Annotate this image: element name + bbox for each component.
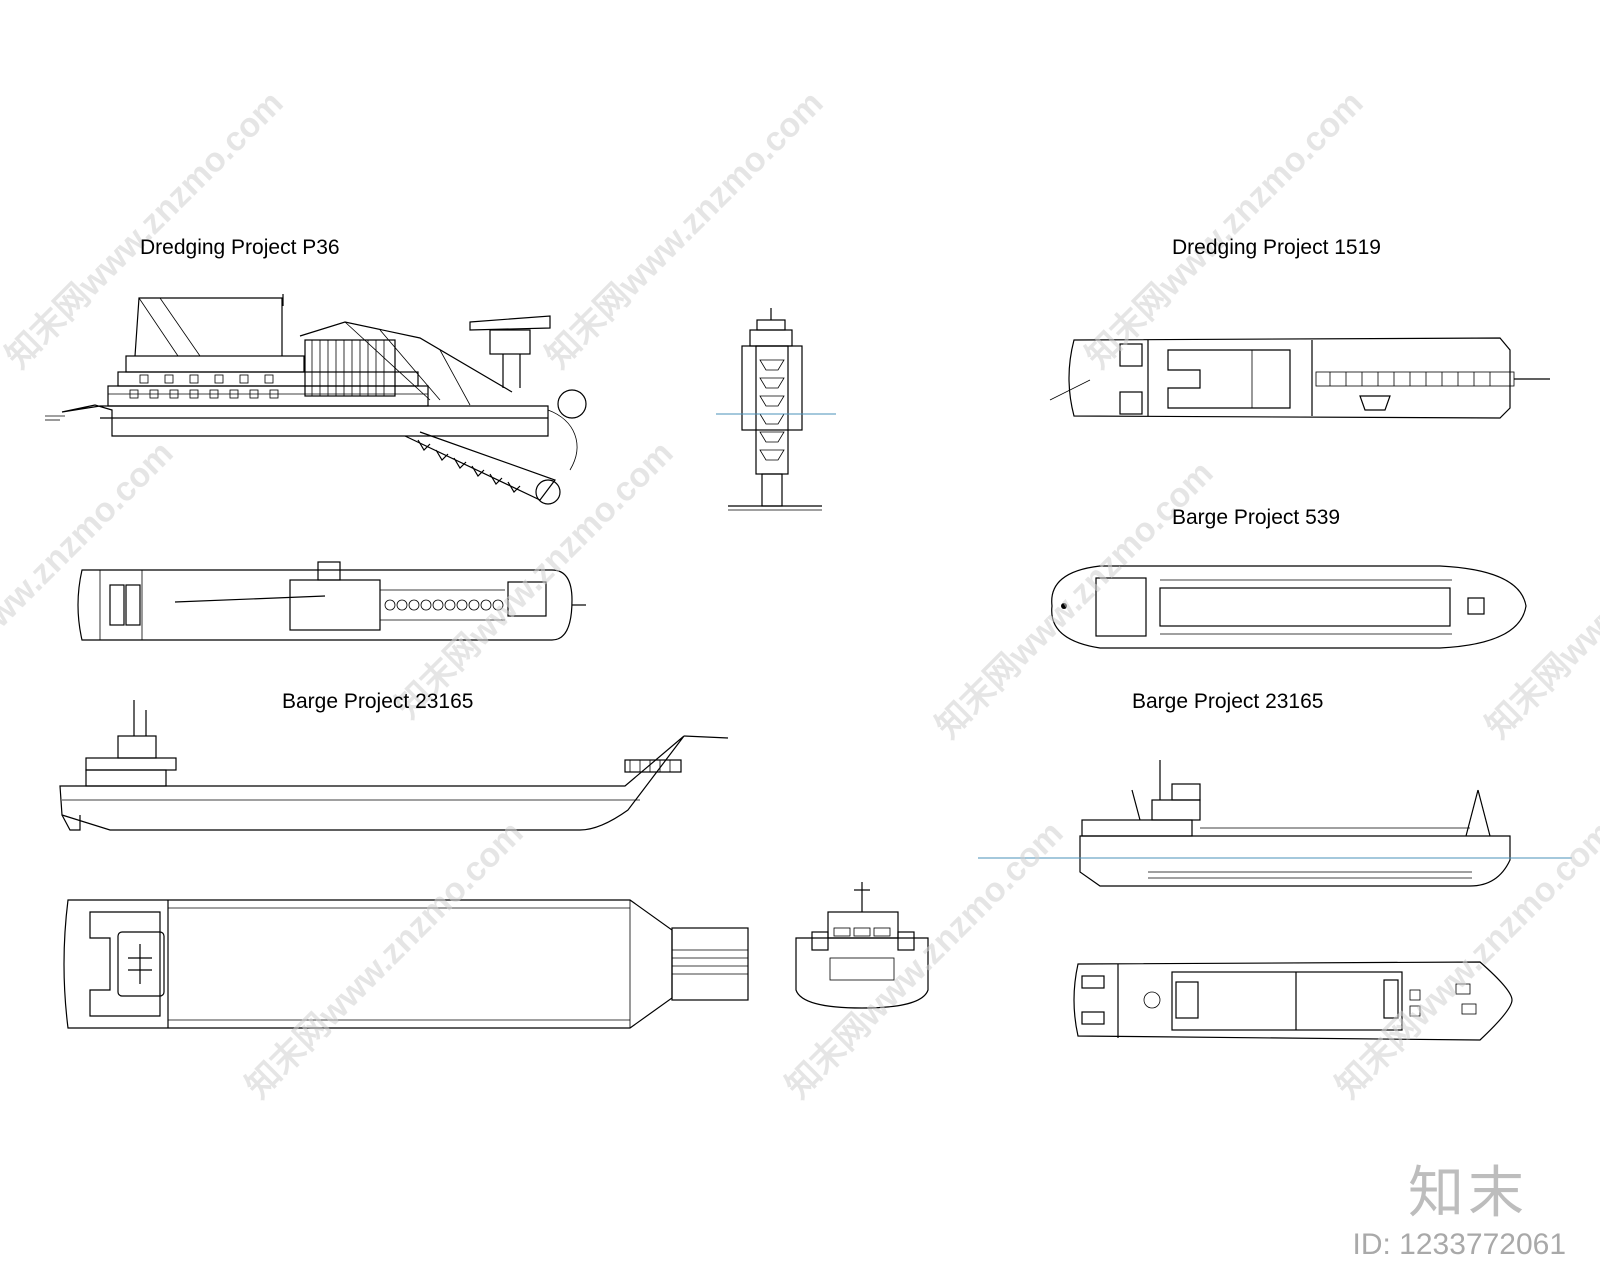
- dredger-p36-front-view: [716, 308, 836, 511]
- watermark-text: 知末网www.znzmo.com: [389, 434, 681, 726]
- barge-23165-plan-view-left: [63, 899, 749, 1029]
- watermark-text: 知末网www.znzmo.com: [779, 814, 1071, 1106]
- watermark-text: 知末网www.znzmo.com: [0, 434, 181, 726]
- watermark-text: 知末网www.znzmo.com: [239, 814, 531, 1106]
- brand-logo-text: 知末: [1408, 1161, 1528, 1226]
- title-barge-23165-right: Barge Project 23165: [1132, 690, 1324, 713]
- title-dredging-1519: Dredging Project 1519: [1172, 236, 1381, 259]
- title-dredging-p36: Dredging Project P36: [140, 236, 340, 259]
- dredger-p36-plan-view: [77, 561, 586, 641]
- watermark-text: 知末网www.znzmo.com: [1079, 84, 1371, 376]
- image-id-label: ID: 1233772061: [1352, 1228, 1566, 1261]
- barge-23165-side-view-left: [59, 700, 729, 831]
- barge-539-plan-view: [1051, 565, 1527, 649]
- title-barge-23165-left: Barge Project 23165: [282, 690, 474, 713]
- barge-23165-front-view: [795, 882, 929, 1009]
- barge-23165-side-view-right: [978, 760, 1572, 887]
- p36-front-buckets: [759, 359, 785, 461]
- p1519-ladder-chain: [1315, 371, 1515, 387]
- watermark-text: 知末网www.znzmo.com: [539, 84, 831, 376]
- dredger-1519-plan-view: [1049, 337, 1550, 419]
- p36-machinery-hatching: [311, 340, 385, 396]
- p36-bucket-chain: [417, 439, 521, 493]
- barge-23165-plan-view-right: [1073, 961, 1513, 1041]
- watermark-text: 知末网www.znzmo.com: [0, 84, 291, 376]
- watermark-text: 知末网www.znzmo.com: [1479, 454, 1600, 746]
- p36-plan-chain: [384, 599, 504, 611]
- dredger-p36-side-view: [45, 294, 587, 505]
- title-barge-539: Barge Project 539: [1172, 506, 1341, 529]
- p36-window-row: [129, 374, 279, 399]
